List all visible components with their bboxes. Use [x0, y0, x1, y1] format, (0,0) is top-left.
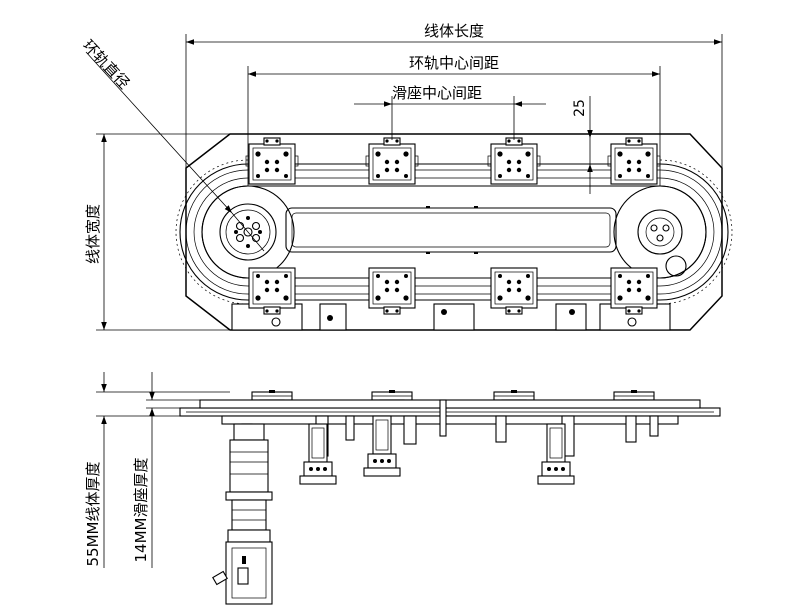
label-line-width: 线体宽度 — [84, 204, 102, 264]
leader-loop-diameter: 环轨直径 — [79, 36, 265, 252]
bottom-slider-1 — [248, 267, 296, 315]
dim-25: 25 — [572, 96, 593, 194]
dim-slider-thickness: 14MM滑座厚度 — [132, 372, 200, 568]
dim-slider-center-distance: 滑座中心间距 — [354, 84, 546, 140]
label-slider-thickness: 14MM滑座厚度 — [132, 458, 150, 563]
bottom-slider-4 — [610, 267, 658, 315]
top-slider-1 — [245, 137, 299, 185]
top-slider-4 — [607, 137, 661, 185]
bottom-slider-3 — [490, 267, 538, 315]
front-view — [179, 389, 721, 605]
motor-assembly — [212, 423, 273, 605]
dim-line-length: 线体长度 — [185, 22, 723, 168]
front-hanger-1 — [299, 423, 337, 485]
dim-line-width: 线体宽度 — [84, 133, 230, 331]
label-loop-diameter: 环轨直径 — [79, 36, 133, 92]
label-slider-center-distance: 滑座中心间距 — [392, 84, 482, 102]
label-line-length: 线体长度 — [424, 22, 484, 40]
right-wheel — [613, 185, 707, 279]
base-tabs — [231, 303, 671, 331]
dim-loop-center-distance: 环轨中心间距 — [247, 54, 661, 186]
top-slider-2 — [365, 137, 419, 185]
label-loop-center-distance: 环轨中心间距 — [409, 54, 499, 72]
dim-line-thickness: 55MM线体厚度 — [84, 372, 230, 568]
label-line-thickness: 55MM线体厚度 — [84, 462, 102, 567]
top-slider-3 — [487, 137, 541, 185]
bottom-slider-2 — [368, 267, 416, 315]
front-hanger-2 — [363, 415, 401, 477]
label-dim-25: 25 — [572, 99, 588, 117]
top-view — [175, 133, 733, 331]
